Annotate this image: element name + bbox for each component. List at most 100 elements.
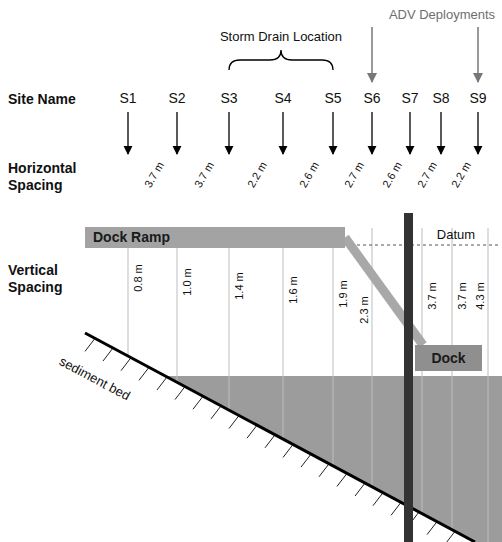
hatch-stroke bbox=[85, 338, 95, 351]
vertical-dimension-holder: 1.6 m bbox=[283, 276, 301, 304]
hatch-stroke bbox=[283, 444, 293, 457]
vertical-dimension-holder: 1.4 m bbox=[229, 272, 247, 300]
vertical-dimension-holder: 1.0 m bbox=[177, 268, 195, 296]
row-heading: Horizontal Spacing bbox=[8, 160, 98, 194]
hatch-stroke bbox=[139, 367, 149, 380]
site-name: S3 bbox=[220, 90, 237, 107]
vertical-dimension: 0.8 m bbox=[132, 264, 145, 292]
hatch-stroke bbox=[301, 454, 311, 467]
hatch-stroke bbox=[121, 358, 131, 371]
vertical-dimension: 1.9 m bbox=[337, 280, 350, 308]
horizontal-dimension-holder: 3.7 m bbox=[138, 158, 167, 191]
site-arrow bbox=[440, 112, 441, 154]
row-heading-holder: Vertical Spacing bbox=[8, 262, 88, 296]
site-arrow bbox=[176, 112, 177, 154]
site-name: S9 bbox=[469, 90, 486, 107]
vertical-dimension-holder: 1.9 m bbox=[333, 280, 351, 308]
site-name: S1 bbox=[119, 90, 136, 107]
hatch-stroke bbox=[445, 531, 455, 542]
row-heading: Site Name bbox=[8, 91, 76, 108]
hatch-stroke bbox=[157, 377, 167, 390]
row-heading-holder: Horizontal Spacing bbox=[8, 160, 98, 194]
site-arrow bbox=[371, 112, 372, 154]
horizontal-dimension-holder: 2.6 m bbox=[293, 158, 322, 191]
deployment-label: ADV Deployments bbox=[389, 7, 495, 23]
horizontal-dimension: 2.7 m bbox=[414, 160, 439, 190]
vertical-spacing-line bbox=[283, 228, 284, 439]
datum-label-holder: Datum bbox=[437, 225, 475, 243]
storm-drain-bracket bbox=[229, 50, 333, 70]
hatch-stroke bbox=[355, 483, 365, 496]
vertical-dimension: 1.0 m bbox=[181, 268, 194, 296]
site-name-holder: S2 bbox=[168, 89, 185, 107]
hatch-stroke bbox=[247, 425, 257, 438]
vertical-spacing-line bbox=[177, 228, 178, 382]
bracket-label-holder: Storm Drain Location bbox=[220, 27, 342, 45]
horizontal-dimension: 2.2 m bbox=[448, 160, 473, 190]
horizontal-dimension: 2.6 m bbox=[380, 160, 405, 190]
vertical-dimension: 2.3 m bbox=[358, 296, 371, 324]
site-name: S2 bbox=[168, 90, 185, 107]
horizontal-dimension-holder: 2.2 m bbox=[241, 158, 270, 191]
site-name: S8 bbox=[432, 90, 449, 107]
site-arrow bbox=[228, 112, 229, 154]
vertical-dimension: 3.7 m bbox=[456, 282, 469, 310]
hatch-stroke bbox=[193, 396, 203, 409]
datum-line bbox=[345, 245, 500, 246]
hatch-stroke bbox=[229, 416, 239, 429]
dock-pile bbox=[404, 213, 413, 542]
vertical-dimension: 3.7 m bbox=[426, 282, 439, 310]
node-label: Dock bbox=[423, 350, 474, 367]
vertical-spacing-line bbox=[488, 228, 489, 542]
node-label: Dock Ramp bbox=[93, 229, 337, 246]
site-name-holder: S5 bbox=[324, 89, 341, 107]
site-arrow bbox=[282, 112, 283, 154]
hatch-stroke bbox=[373, 493, 383, 506]
sediment-label-holder: sediment bed bbox=[56, 352, 133, 405]
vertical-spacing-line bbox=[333, 228, 334, 466]
vertical-dimension: 4.3 m bbox=[474, 282, 487, 310]
site-name-holder: S8 bbox=[432, 89, 449, 107]
vertical-dimension-holder: 3.7 m bbox=[452, 282, 470, 310]
vertical-dimension-holder: 0.8 m bbox=[128, 264, 146, 292]
vertical-dimension-holder: 4.3 m bbox=[470, 282, 488, 310]
horizontal-dimension: 3.7 m bbox=[141, 160, 166, 190]
site-name-holder: S3 bbox=[220, 89, 237, 107]
vertical-dimension: 1.6 m bbox=[287, 276, 300, 304]
horizontal-dimension-holder: 2.6 m bbox=[376, 158, 405, 191]
horizontal-dimension: 2.2 m bbox=[245, 160, 270, 190]
adv-arrow bbox=[477, 27, 479, 82]
hatch-stroke bbox=[391, 502, 401, 515]
hatch-stroke bbox=[265, 435, 275, 448]
hatch-stroke bbox=[175, 387, 185, 400]
horizontal-dimension: 2.7 m bbox=[341, 160, 366, 190]
horizontal-dimension-holder: 3.7 m bbox=[188, 158, 217, 191]
adv-arrow bbox=[371, 27, 373, 82]
horizontal-dimension: 3.7 m bbox=[192, 160, 217, 190]
vertical-spacing-line bbox=[229, 228, 230, 410]
dock-box: Dock bbox=[415, 345, 482, 371]
hatch-stroke bbox=[103, 348, 113, 361]
sediment-label: sediment bed bbox=[57, 353, 133, 403]
site-name: S5 bbox=[324, 90, 341, 107]
site-name-holder: S7 bbox=[401, 89, 418, 107]
site-name: S6 bbox=[363, 90, 380, 107]
site-arrow bbox=[127, 112, 128, 154]
hatch-stroke bbox=[337, 473, 347, 486]
site-name: S4 bbox=[274, 90, 291, 107]
site-name-holder: S9 bbox=[469, 89, 486, 107]
deployment-label-holder: ADV Deployments bbox=[389, 5, 495, 23]
row-heading-holder: Site Name bbox=[8, 90, 76, 108]
vertical-dimension-holder: 3.7 m bbox=[422, 282, 440, 310]
hatch-stroke bbox=[211, 406, 221, 419]
site-name-holder: S1 bbox=[119, 89, 136, 107]
site-arrow bbox=[332, 112, 333, 154]
site-name: S7 bbox=[401, 90, 418, 107]
dock-ramp-bar: Dock Ramp bbox=[85, 227, 345, 248]
site-arrow bbox=[409, 112, 410, 154]
horizontal-dimension-holder: 2.7 m bbox=[411, 158, 440, 191]
hatch-stroke bbox=[319, 464, 329, 477]
